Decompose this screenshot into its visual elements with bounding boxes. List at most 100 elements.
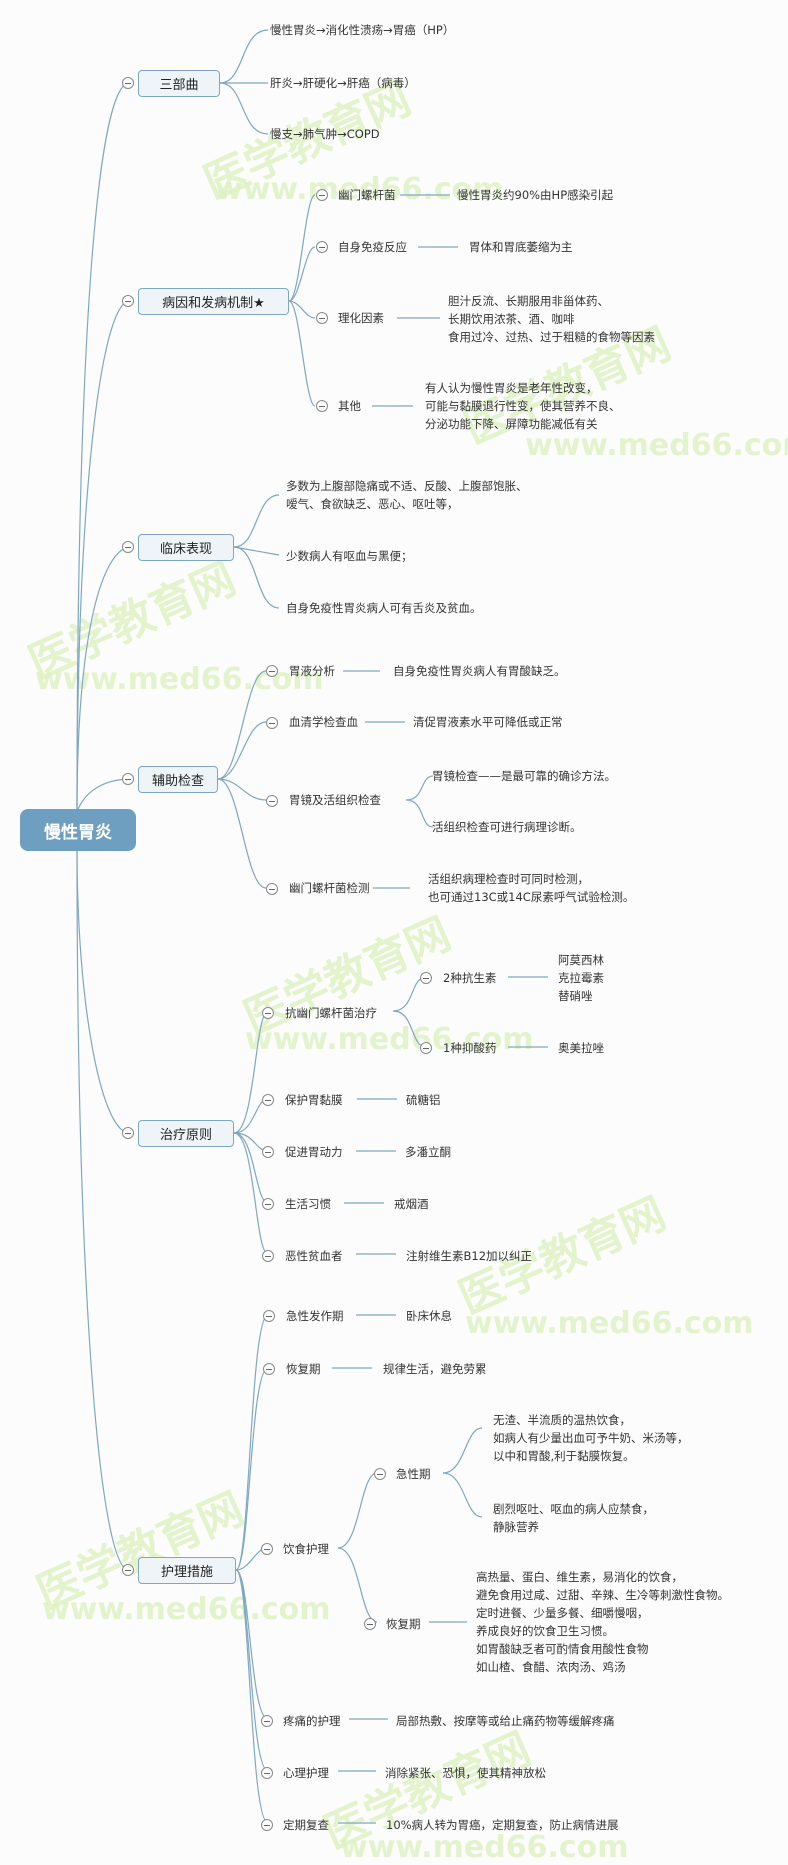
node-acute-attack[interactable]: 急性发作期 bbox=[286, 1309, 344, 1323]
collapse-toggle-icon[interactable] bbox=[122, 1564, 134, 1576]
collapse-toggle-icon[interactable] bbox=[262, 1198, 274, 1210]
node-antibiotics[interactable]: 2种抗生素 bbox=[443, 971, 497, 985]
leaf-line: 胆汁反流、长期服用非甾体药、 bbox=[448, 294, 609, 308]
leaf-text: 少数病人有呕血与黑便； bbox=[286, 549, 413, 563]
node-diet-acute[interactable]: 急性期 bbox=[396, 1467, 431, 1481]
node-exam[interactable]: 辅助检查 bbox=[138, 766, 218, 793]
node-follow-up[interactable]: 定期复查 bbox=[283, 1818, 329, 1832]
leaf-line: 替硝唑 bbox=[558, 989, 593, 1003]
collapse-toggle-icon[interactable] bbox=[262, 1250, 274, 1262]
leaf-text-block: 多数为上腹部隐痛或不适、反酸、上腹部饱胀、 嗳气、食欲缺乏、恶心、呕吐等， bbox=[286, 477, 528, 513]
collapse-toggle-icon[interactable] bbox=[262, 1007, 274, 1019]
leaf-line: 以中和胃酸,利于黏膜恢复。 bbox=[493, 1449, 635, 1463]
leaf-line: 食用过冷、过热、过于粗糙的食物等因素 bbox=[448, 330, 655, 344]
node-motility[interactable]: 促进胃动力 bbox=[285, 1145, 343, 1159]
collapse-toggle-icon[interactable] bbox=[261, 1543, 273, 1555]
collapse-toggle-icon[interactable] bbox=[261, 1715, 273, 1727]
collapse-toggle-icon[interactable] bbox=[316, 241, 328, 253]
collapse-toggle-icon[interactable] bbox=[374, 1468, 386, 1480]
leaf-line: 避免食用过咸、过甜、辛辣、生冷等刺激性食物。 bbox=[476, 1588, 729, 1602]
leaf-line: 嗳气、食欲缺乏、恶心、呕吐等， bbox=[286, 497, 459, 511]
node-other[interactable]: 其他 bbox=[338, 399, 361, 413]
collapse-toggle-icon[interactable] bbox=[364, 1618, 376, 1630]
collapse-toggle-icon[interactable] bbox=[266, 717, 278, 729]
collapse-toggle-icon[interactable] bbox=[263, 1310, 275, 1322]
leaf-text: 10%病人转为胃癌，定期复查，防止病情进展 bbox=[386, 1818, 619, 1832]
leaf-line: 定时进餐、少量多餐、细嚼慢咽， bbox=[476, 1606, 649, 1620]
root-node[interactable]: 慢性胃炎 bbox=[20, 809, 136, 851]
collapse-toggle-icon[interactable] bbox=[122, 1127, 134, 1139]
root-label: 慢性胃炎 bbox=[44, 822, 112, 843]
node-label: 治疗原则 bbox=[159, 1128, 212, 1143]
leaf-text: 慢支→肺气肿→COPD bbox=[270, 127, 380, 141]
node-pain-care[interactable]: 疼痛的护理 bbox=[283, 1714, 341, 1728]
collapse-toggle-icon[interactable] bbox=[261, 1819, 273, 1831]
node-diet-recovery[interactable]: 恢复期 bbox=[386, 1617, 421, 1631]
leaf-text: 硫糖铝 bbox=[406, 1093, 441, 1107]
leaf-text-block: 活组织病理检查时可同时检测， 也可通过13C或14C尿素呼气试验检测。 bbox=[428, 870, 634, 906]
node-hp[interactable]: 幽门螺杆菌 bbox=[338, 188, 396, 202]
node-autoimmune[interactable]: 自身免疫反应 bbox=[338, 240, 407, 254]
collapse-toggle-icon[interactable] bbox=[261, 1767, 273, 1779]
collapse-toggle-icon[interactable] bbox=[122, 773, 134, 785]
leaf-line: 养成良好的饮食卫生习惯。 bbox=[476, 1624, 614, 1638]
collapse-toggle-icon[interactable] bbox=[420, 972, 432, 984]
leaf-line: 可能与黏膜退行性变，使其营养不良、 bbox=[425, 399, 621, 413]
node-mucosa[interactable]: 保护胃黏膜 bbox=[285, 1093, 343, 1107]
leaf-text: 慢性胃炎→消化性溃疡→胃癌（HP） bbox=[270, 23, 455, 37]
leaf-line: 长期饮用浓茶、酒、咖啡 bbox=[448, 312, 575, 326]
node-nursing[interactable]: 护理措施 bbox=[138, 1557, 236, 1584]
leaf-text-block: 胆汁反流、长期服用非甾体药、 长期饮用浓茶、酒、咖啡 食用过冷、过热、过于粗糙的… bbox=[448, 292, 655, 346]
node-antacid[interactable]: 1种抑酸药 bbox=[443, 1041, 497, 1055]
leaf-line: 克拉霉素 bbox=[558, 971, 604, 985]
leaf-text-block: 有人认为慢性胃炎是老年性改变， 可能与黏膜退行性变，使其营养不良、 分泌功能下降… bbox=[425, 379, 621, 433]
collapse-toggle-icon[interactable] bbox=[262, 1094, 274, 1106]
collapse-toggle-icon[interactable] bbox=[263, 1363, 275, 1375]
leaf-text: 局部热敷、按摩等或给止痛药物等缓解疼痛 bbox=[396, 1714, 615, 1728]
leaf-text-block: 无渣、半流质的温热饮食， 如病人有少量出血可予牛奶、米汤等， 以中和胃酸,利于黏… bbox=[493, 1411, 689, 1465]
node-anemia[interactable]: 恶性贫血者 bbox=[285, 1249, 343, 1263]
collapse-toggle-icon[interactable] bbox=[420, 1042, 432, 1054]
collapse-toggle-icon[interactable] bbox=[316, 312, 328, 324]
leaf-text: 戒烟酒 bbox=[394, 1197, 429, 1211]
node-treatment[interactable]: 治疗原则 bbox=[138, 1120, 234, 1147]
node-sanbuqu[interactable]: 三部曲 bbox=[138, 70, 220, 97]
node-serology[interactable]: 血清学检查血 bbox=[289, 715, 358, 729]
node-lifestyle[interactable]: 生活习惯 bbox=[285, 1197, 331, 1211]
collapse-toggle-icon[interactable] bbox=[122, 295, 134, 307]
leaf-text: 肝炎→肝硬化→肝癌（病毒） bbox=[270, 76, 416, 90]
node-gastric-juice[interactable]: 胃液分析 bbox=[289, 664, 335, 678]
node-physicochemical[interactable]: 理化因素 bbox=[338, 311, 384, 325]
node-recovery[interactable]: 恢复期 bbox=[286, 1362, 321, 1376]
leaf-text: 活组织检查可进行病理诊断。 bbox=[432, 820, 582, 834]
node-label: 临床表现 bbox=[159, 542, 212, 557]
collapse-toggle-icon[interactable] bbox=[266, 795, 278, 807]
collapse-toggle-icon[interactable] bbox=[266, 883, 278, 895]
node-clinical[interactable]: 临床表现 bbox=[138, 534, 234, 561]
leaf-line: 分泌功能下降、屏障功能减低有关 bbox=[425, 417, 598, 431]
leaf-text: 胃体和胃底萎缩为主 bbox=[469, 240, 573, 254]
node-diet[interactable]: 饮食护理 bbox=[283, 1542, 329, 1556]
collapse-toggle-icon[interactable] bbox=[262, 1146, 274, 1158]
collapse-toggle-icon[interactable] bbox=[316, 189, 328, 201]
leaf-line: 如山楂、食醋、浓肉汤、鸡汤 bbox=[476, 1660, 626, 1674]
collapse-toggle-icon[interactable] bbox=[266, 665, 278, 677]
node-etiology[interactable]: 病因和发病机制★ bbox=[138, 288, 289, 315]
collapse-toggle-icon[interactable] bbox=[122, 77, 134, 89]
node-endoscopy[interactable]: 胃镜及活组织检查 bbox=[289, 793, 381, 807]
collapse-toggle-icon[interactable] bbox=[316, 400, 328, 412]
leaf-line: 也可通过13C或14C尿素呼气试验检测。 bbox=[428, 890, 635, 904]
leaf-line: 多数为上腹部隐痛或不适、反酸、上腹部饱胀、 bbox=[286, 479, 528, 493]
leaf-text: 胃镜检查——是最可靠的确诊方法。 bbox=[432, 769, 616, 783]
node-label: 护理措施 bbox=[160, 1565, 213, 1580]
node-psych-care[interactable]: 心理护理 bbox=[283, 1766, 329, 1780]
collapse-toggle-icon[interactable] bbox=[122, 541, 134, 553]
leaf-line: 阿莫西林 bbox=[558, 953, 604, 967]
node-anti-hp[interactable]: 抗幽门螺杆菌治疗 bbox=[285, 1006, 377, 1020]
node-hp-test[interactable]: 幽门螺杆菌检测 bbox=[289, 881, 370, 895]
leaf-line: 静脉营养 bbox=[493, 1520, 539, 1534]
node-label: 病因和发病机制★ bbox=[162, 296, 265, 311]
node-label: 三部曲 bbox=[159, 78, 199, 93]
